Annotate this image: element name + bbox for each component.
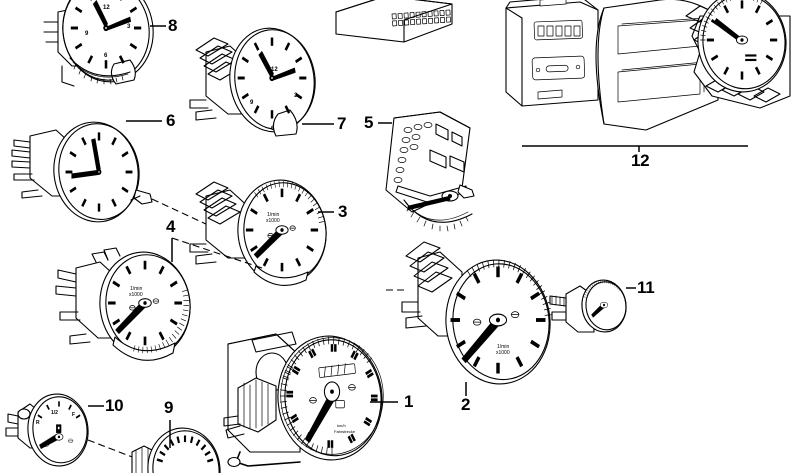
tacho3-unit-bottom: x1000	[266, 218, 280, 224]
fuel-label-half: 1/2	[51, 410, 58, 416]
clock8-numeral-9: 9	[85, 31, 89, 37]
part-6-clock-gauge-insert	[11, 120, 237, 239]
connector-plug	[335, 0, 453, 43]
speedo-label-bottom: Fahrstrecke	[334, 429, 356, 434]
callout-4[interactable]: 4	[166, 217, 176, 236]
housing-right-gauge	[685, 0, 791, 109]
callout-7[interactable]: 7	[337, 114, 347, 133]
part-7-analog-clock-module	[189, 27, 334, 137]
callout-2[interactable]: 2	[461, 395, 471, 414]
callout-8[interactable]: 8	[168, 16, 178, 35]
speedo-label-top: km/h	[337, 423, 346, 428]
callout-11[interactable]: 11	[637, 278, 655, 297]
housing-left-module	[505, 0, 599, 107]
tacho2-unit-top: 1/min	[497, 344, 510, 350]
callout-9[interactable]: 9	[164, 398, 174, 417]
part-10-fuel-gauge	[5, 393, 141, 467]
part-11-temperature-gauge	[549, 276, 636, 333]
part-5-printed-circuit-carrier	[378, 111, 475, 232]
callout-5[interactable]: 5	[364, 113, 374, 132]
clock7-numeral-6: 6	[271, 126, 275, 132]
clock8-numeral-12: 12	[103, 5, 110, 11]
callout-6[interactable]: 6	[166, 111, 176, 130]
callout-10[interactable]: 10	[105, 396, 124, 415]
callout-12[interactable]: 12	[631, 151, 650, 170]
part-1-speedometer	[223, 328, 398, 471]
part-2-tachometer-large	[386, 241, 563, 396]
tacho4-unit-bottom: x1000	[129, 292, 143, 298]
clock7-numeral-3: 3	[294, 93, 298, 99]
tacho4-unit-top: 1/min	[130, 286, 143, 292]
clock8-numeral-3: 3	[127, 24, 131, 30]
callout-3[interactable]: 3	[338, 202, 348, 221]
clock8-numeral-6: 6	[104, 53, 108, 59]
tacho3-unit-top: 1/min	[267, 212, 280, 218]
fuel-label-full: F	[72, 412, 76, 418]
part-12-housing-assembly	[505, 0, 791, 152]
tacho2-unit-bottom: x1000	[496, 350, 510, 356]
fuel-label-reserve: R	[36, 420, 40, 426]
part-9-small-gauge	[131, 420, 221, 473]
callout-1[interactable]: 1	[404, 392, 414, 411]
clock7-numeral-12: 12	[271, 67, 278, 73]
clock7-numeral-9: 9	[250, 100, 254, 106]
part-4-revolution-counter	[55, 238, 203, 370]
part-8-analog-clock-dial	[43, 0, 166, 87]
part-3-tachometer-small	[171, 169, 334, 286]
